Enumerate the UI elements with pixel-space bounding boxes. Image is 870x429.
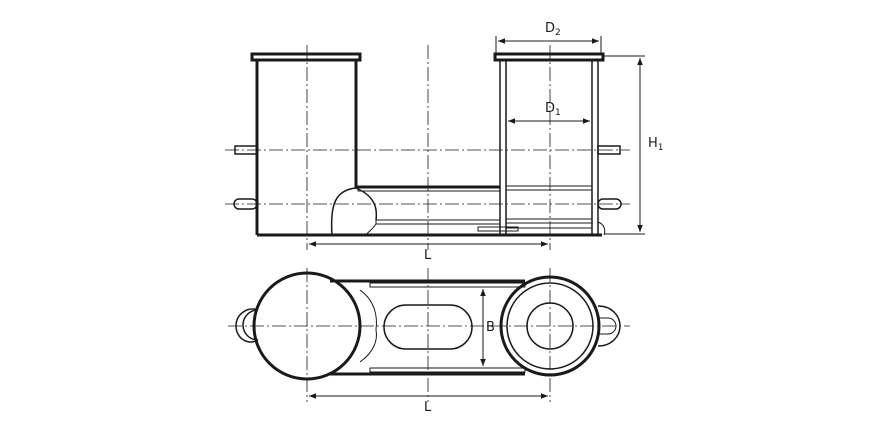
dim-l-bottom: L — [309, 393, 548, 415]
l-top-label: L — [424, 248, 432, 263]
plan-view: B L — [228, 268, 630, 415]
dim-d2: D2 — [495, 21, 602, 53]
slot-opening — [383, 304, 473, 350]
h1-label: H1 — [648, 136, 664, 153]
d2-label: D2 — [545, 21, 561, 38]
l-bottom-label: L — [424, 400, 432, 415]
dim-d1: D1 — [508, 101, 590, 124]
dim-b: B — [480, 289, 495, 366]
left-lug — [242, 309, 259, 341]
b-label: B — [486, 320, 495, 335]
channel — [330, 185, 501, 236]
dim-l-top: L — [309, 241, 548, 263]
right-cylinder — [477, 52, 606, 236]
left-cylinder — [250, 52, 362, 235]
connecting-body — [330, 279, 526, 376]
dim-h1: H1 — [604, 55, 664, 235]
left-stubs — [233, 145, 258, 210]
d1-label: D1 — [545, 101, 561, 118]
right-stubs — [597, 145, 622, 210]
elevation-view: D2 D1 H1 L — [225, 21, 664, 263]
